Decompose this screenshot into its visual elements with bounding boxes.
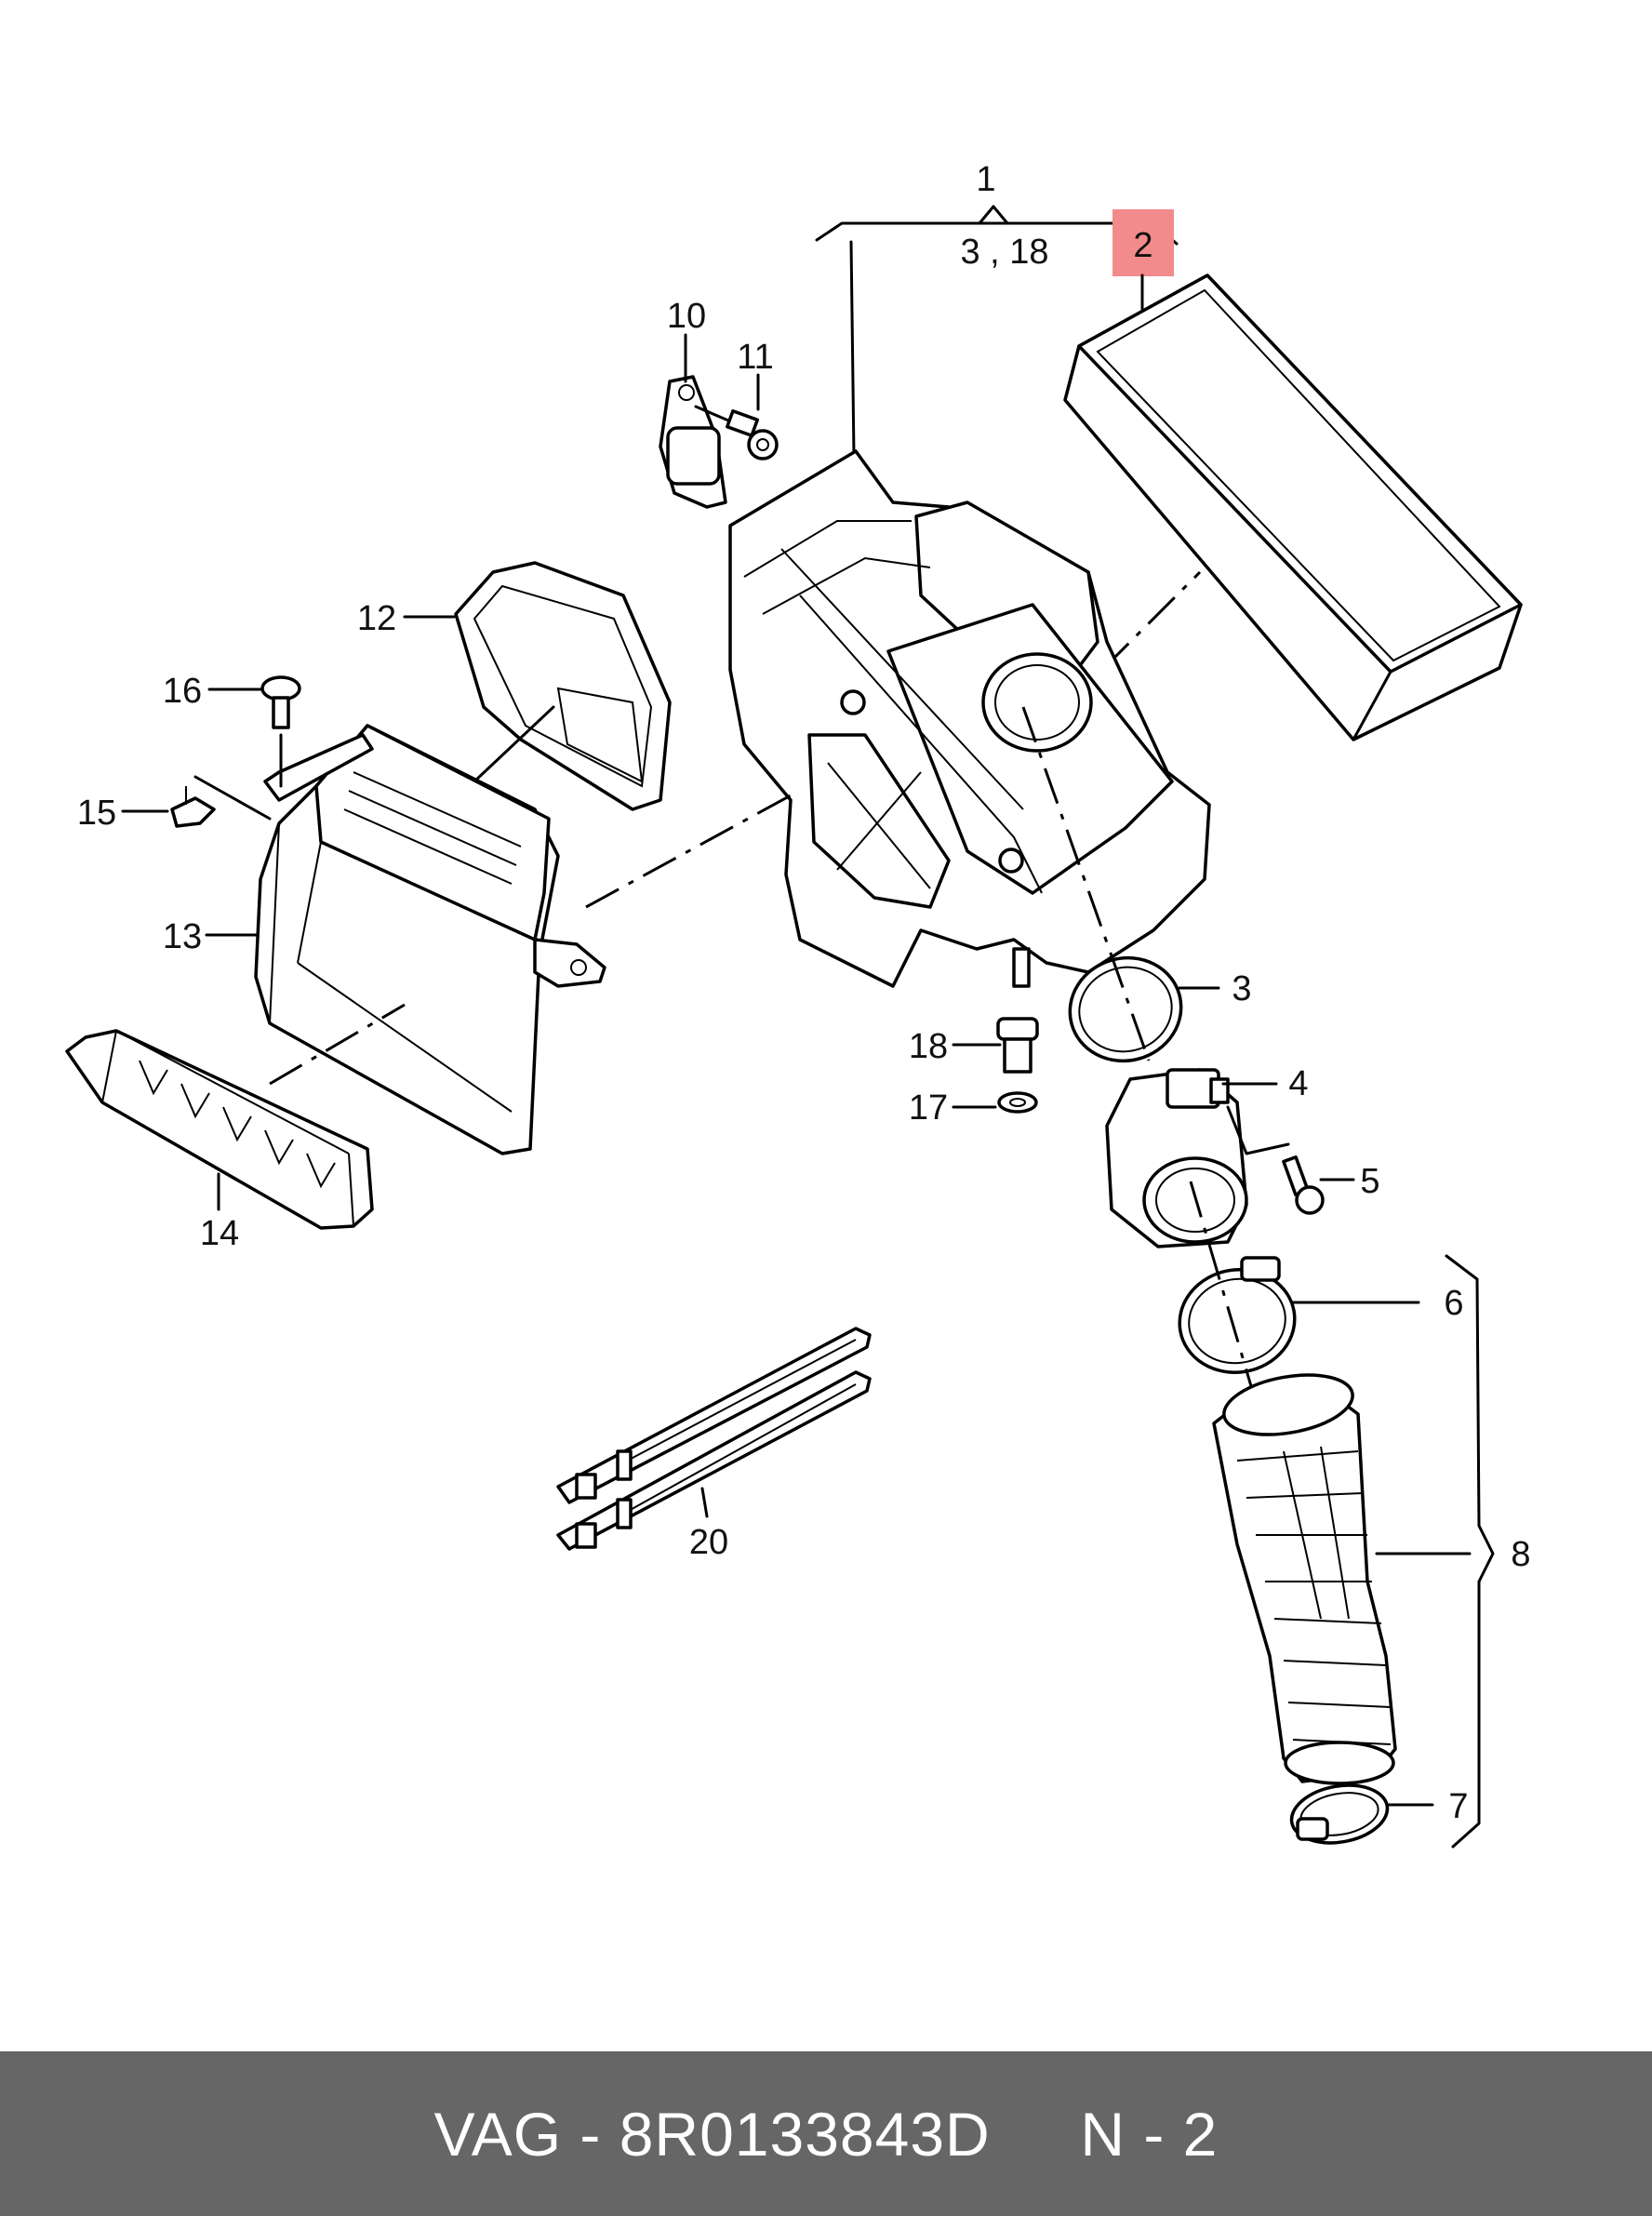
callout-15: 15 xyxy=(77,794,116,833)
callout-13: 13 xyxy=(163,917,202,956)
callout-16: 16 xyxy=(163,672,202,711)
callout-14: 14 xyxy=(200,1214,239,1253)
duct-grille xyxy=(343,771,522,885)
callout-2: 2 xyxy=(1133,226,1152,265)
part-number-label: VAG - 8R0133843D N - 2 xyxy=(433,2099,1219,2169)
screw-5 xyxy=(1226,1105,1325,1215)
intake-hose-8 xyxy=(1212,1373,1397,1785)
callout-7: 7 xyxy=(1448,1787,1468,1826)
highlight-box xyxy=(1112,209,1174,276)
callout-5: 5 xyxy=(1360,1162,1379,1201)
air-box-housing xyxy=(728,449,1211,988)
parts-diagram: 1 3 , 18 2 3 4 5 6 7 8 10 11 12 13 14 15… xyxy=(65,160,1531,1849)
callout-11: 11 xyxy=(737,338,773,377)
callout-12: 12 xyxy=(357,599,396,638)
callout-6: 6 xyxy=(1444,1284,1463,1323)
footer-bar: VAG - 8R0133843D N - 2 xyxy=(0,2051,1652,2216)
cable-ties-20 xyxy=(556,1327,872,1551)
bracket-10 xyxy=(659,375,727,509)
air-filter-element xyxy=(1063,274,1523,741)
callout-10: 10 xyxy=(667,297,706,336)
washer-17 xyxy=(997,1091,1038,1114)
callout-8: 8 xyxy=(1511,1535,1530,1574)
callout-1-sub: 3 , 18 xyxy=(960,233,1048,272)
mass-air-meter-4 xyxy=(1105,1068,1248,1248)
callout-20: 20 xyxy=(689,1523,728,1562)
callout-17: 17 xyxy=(909,1088,948,1128)
gasket-12 xyxy=(454,561,672,811)
grille-14 xyxy=(65,1029,374,1230)
hose-clamp-6 xyxy=(1178,1256,1297,1374)
callout-3: 3 xyxy=(1232,969,1251,1008)
bracket-8 xyxy=(1445,1254,1495,1849)
callout-4: 4 xyxy=(1288,1064,1308,1103)
hose-clamp-7 xyxy=(1289,1783,1390,1845)
screw-16 xyxy=(260,675,301,729)
grommet-18 xyxy=(996,1017,1039,1074)
clip-15 xyxy=(170,786,216,828)
callout-1: 1 xyxy=(976,160,995,199)
intake-duct-13 xyxy=(254,724,606,1155)
bolt-11 xyxy=(694,405,779,461)
callout-18: 18 xyxy=(909,1027,948,1066)
